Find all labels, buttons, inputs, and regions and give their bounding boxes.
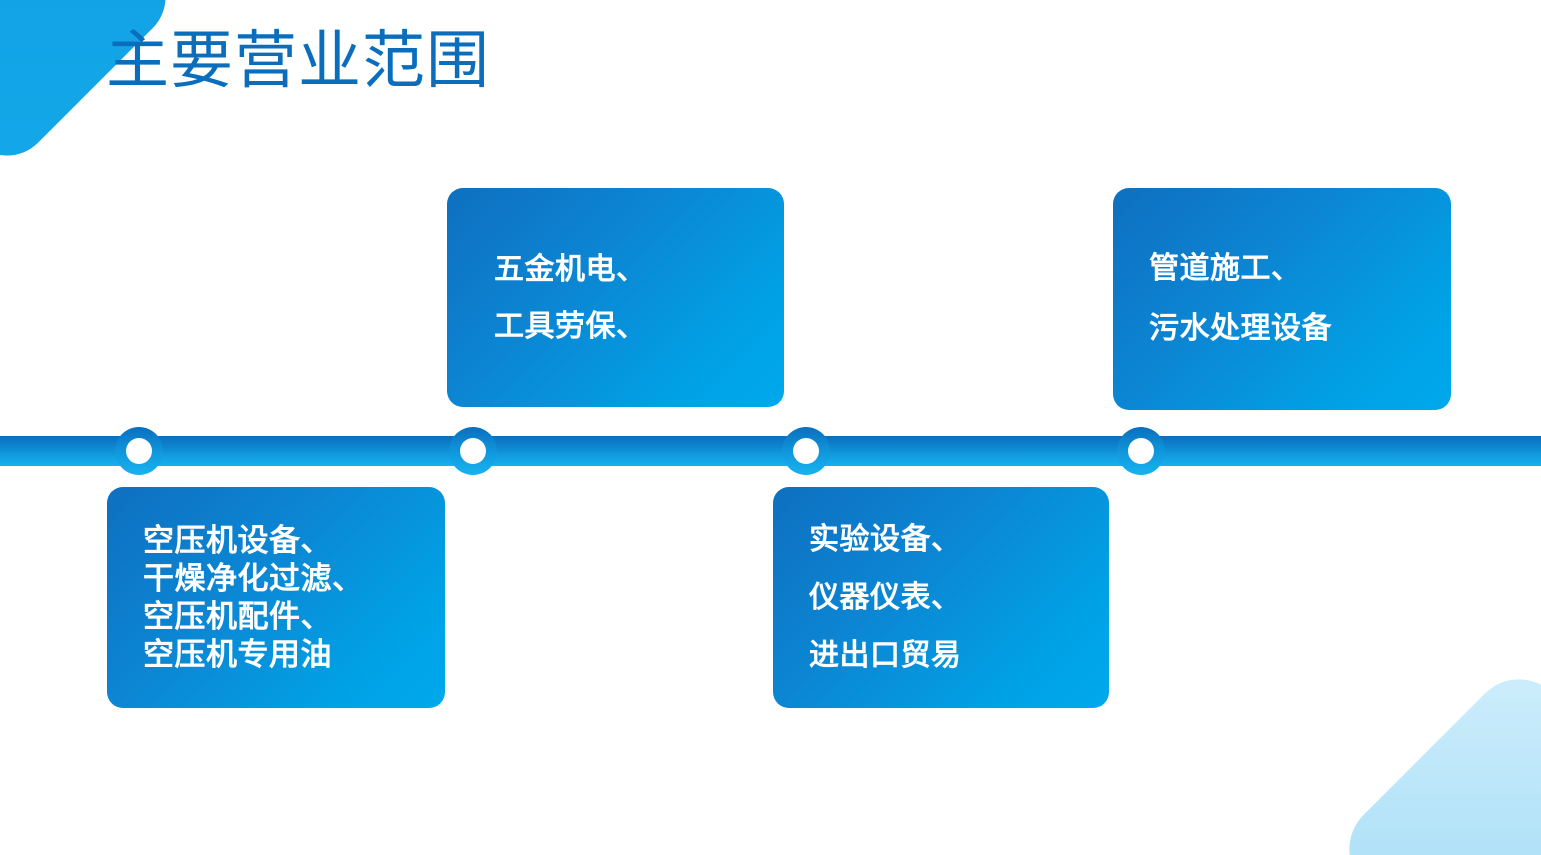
timeline-node-3[interactable] [782, 427, 830, 475]
scope-card-3-line-1: 实验设备、 [809, 522, 962, 556]
scope-card-4-line-1: 管道施工、 [1149, 252, 1302, 285]
scope-card-3[interactable]: 实验设备、 仪器仪表、 进出口贸易 [773, 487, 1109, 708]
timeline-bar [0, 436, 1541, 466]
scope-card-1-line-2: 干燥净化过滤、 [143, 560, 364, 596]
timeline-node-1[interactable] [115, 427, 163, 475]
page-title: 主要营业范围 [106, 26, 490, 96]
scope-card-1-line-3: 空压机配件、 [143, 598, 332, 634]
scope-card-2-line-1: 五金机电、 [494, 252, 647, 286]
scope-card-2[interactable]: 五金机电、 工具劳保、 [447, 188, 784, 407]
decorative-corner-bottom-right-icon [1329, 659, 1541, 855]
scope-card-4-line-2: 污水处理设备 [1149, 312, 1332, 345]
scope-card-2-line-2: 工具劳保、 [494, 309, 647, 343]
scope-card-1-line-4: 空压机专用油 [143, 636, 332, 672]
scope-card-3-line-3: 进出口贸易 [809, 638, 962, 672]
scope-card-1-line-1: 空压机设备、 [143, 522, 332, 558]
scope-card-4[interactable]: 管道施工、 污水处理设备 [1113, 188, 1451, 410]
timeline-node-2[interactable] [449, 427, 497, 475]
scope-card-3-line-2: 仪器仪表、 [809, 580, 962, 614]
scope-card-1[interactable]: 空压机设备、 干燥净化过滤、 空压机配件、 空压机专用油 [107, 487, 445, 708]
timeline-node-4[interactable] [1117, 427, 1165, 475]
